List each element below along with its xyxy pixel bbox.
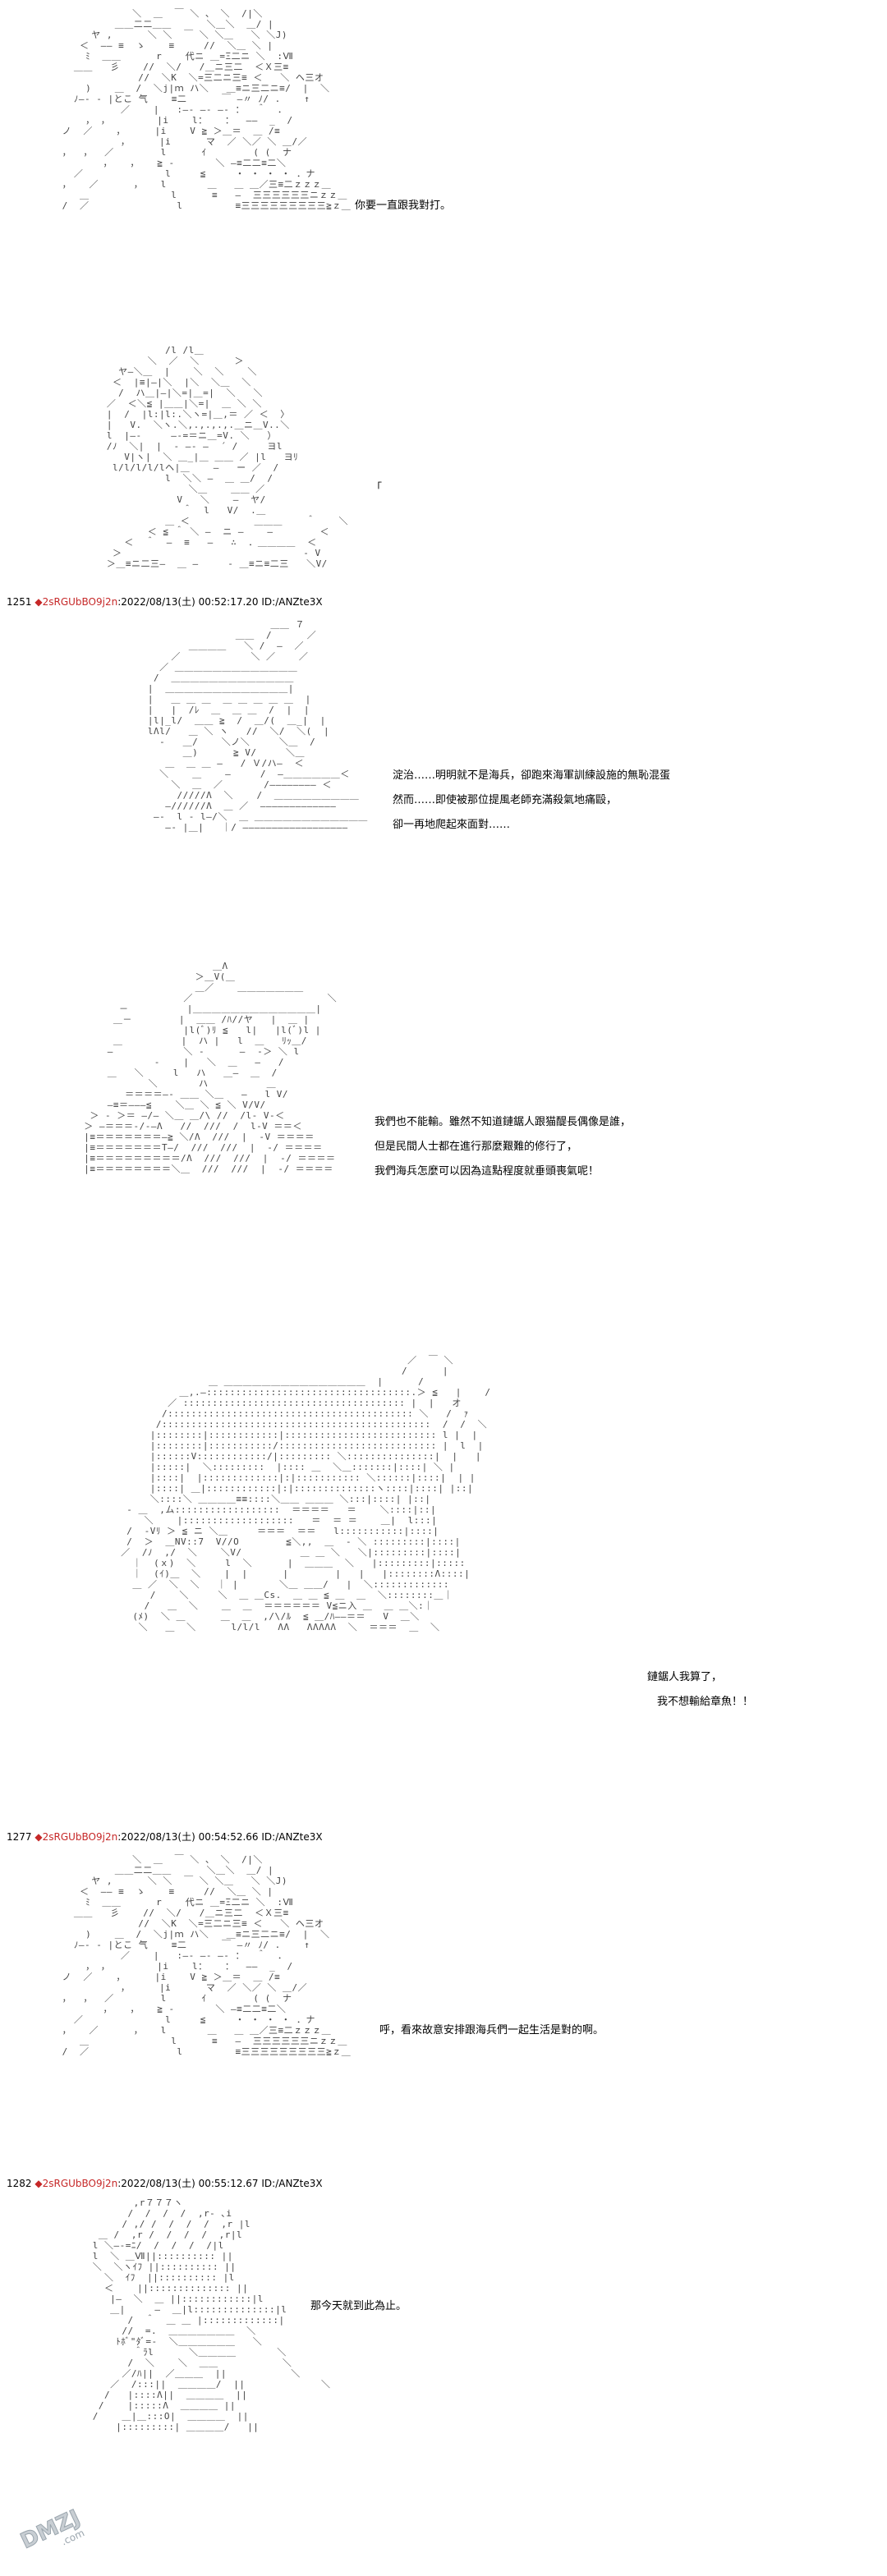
- dmzj-logo-icon: DMZJ .com: [16, 2505, 86, 2554]
- panel-2: /l /l＿ ＼ ／ ＼ ＞ ヤ―＼＿ | ＼ ＼ ＼ ＜ |≡|―|＼ |＼ …: [0, 328, 887, 591]
- post-trip: ◆2sRGUbBO9j2n: [34, 1831, 118, 1843]
- dialog-line: 那今天就到此為止。: [310, 2300, 407, 2312]
- panel-7: 1282 ◆2sRGUbBO9j2n:2022/08/13(土) 00:55:1…: [0, 2176, 887, 2576]
- dialog-line: 然而……即使被那位提風老師充滿殺氣地痛毆，: [393, 794, 618, 806]
- ascii-art-character: ,r７７７ヽ / / / / ,r- ､i / ,/ / / / / ,r |l…: [92, 2197, 331, 2432]
- dialog-line: 你要一直跟我對打。: [355, 200, 452, 212]
- dialog-line: 我們也不能輸。雖然不知道鏈鋸人跟猫醍長偶像是誰，: [375, 1116, 632, 1128]
- post-number: 1277: [7, 1831, 32, 1843]
- ascii-art-character: ＼ ＿ ￣ ＼ 、 ＼ /|＼ ＿＿二二＿＿ ＼＿＼ ＿/ | ヤ , ＼ ＼ …: [62, 8, 352, 211]
- post-number: 1251: [7, 596, 32, 608]
- post-meta: :2022/08/13(土) 00:52:17.20 ID:/ANZte3X: [117, 596, 323, 608]
- panel-5: ／ ￣ ＼ / | ＿ ＿＿＿＿＿＿＿＿＿＿＿＿＿＿＿ | / ＿,.―::::…: [0, 1347, 887, 1823]
- post-header: 1251 ◆2sRGUbBO9j2n:2022/08/13(土) 00:52:1…: [7, 595, 323, 608]
- dialog-line: 我們海兵怎麼可以因為這點程度就垂頭喪氣呢！: [375, 1165, 600, 1178]
- ascii-art-character: ＿＿ ７ ＿＿ / ／ ＿＿＿＿ ＼ / ― ／ ／ ＼ ／ ／ ／ ＿＿＿＿＿…: [147, 619, 368, 833]
- post-number: 1282: [7, 2178, 32, 2189]
- ascii-art-character: /l /l＿ ＼ ／ ＼ ＞ ヤ―＼＿ | ＼ ＼ ＼ ＜ |≡|―|＼ |＼ …: [106, 345, 349, 569]
- dialog-line: 我不想輸給章魚！！: [657, 1696, 754, 1708]
- post-trip: ◆2sRGUbBO9j2n: [34, 596, 118, 608]
- watermark-logo: DMZJ .com: [13, 2496, 103, 2554]
- post-meta: :2022/08/13(土) 00:54:52.66 ID:/ANZte3X: [117, 1831, 323, 1843]
- panel-1: ＼ ＿ ￣ ＼ 、 ＼ /|＼ ＿＿二二＿＿ ＼＿＼ ＿/ | ヤ , ＼ ＼ …: [0, 0, 887, 345]
- panel-4: ＿Λ ＞＿V(＿ ＿／ ＿＿＿＿＿＿＿ ／ ＼ － |＿＿＿＿＿＿＿＿＿＿＿＿＿…: [0, 953, 887, 1363]
- post-meta: :2022/08/13(土) 00:55:12.67 ID:/ANZte3X: [117, 2178, 323, 2189]
- dialog-line: 卻一再地爬起來面對……: [393, 819, 511, 831]
- panel-6: 1277 ◆2sRGUbBO9j2n:2022/08/13(土) 00:54:5…: [0, 1823, 887, 2176]
- ascii-art-character: ／ ￣ ＼ / | ＿ ＿＿＿＿＿＿＿＿＿＿＿＿＿＿＿ | / ＿,.―::::…: [121, 1355, 491, 1632]
- dialog-line: 「: [371, 482, 383, 494]
- ascii-art-character: ＿Λ ＞＿V(＿ ＿／ ＿＿＿＿＿＿＿ ／ ＼ － |＿＿＿＿＿＿＿＿＿＿＿＿＿…: [84, 961, 338, 1174]
- dialog-line: 淀治……明明就不是海兵，卻跑來海軍訓練設施的無恥混蛋: [393, 769, 671, 782]
- dialog-line: 但是民間人士都在進行那麼艱難的修行了，: [375, 1141, 578, 1153]
- ascii-art-character: ＼ ＿ ￣ ＼ 、 ＼ /|＼ ＿＿二二＿＿ ＼＿＼ ＿/ | ヤ , ＼ ＼ …: [62, 1854, 352, 2057]
- svg-text:DMZJ: DMZJ: [17, 2505, 85, 2554]
- post-header: 1282 ◆2sRGUbBO9j2n:2022/08/13(土) 00:55:1…: [7, 2176, 323, 2190]
- panel-3: 1251 ◆2sRGUbBO9j2n:2022/08/13(土) 00:52:1…: [0, 591, 887, 969]
- dialog-line: 呼，看來故意安排跟海兵們一起生活是對的啊。: [379, 2024, 604, 2036]
- post-trip: ◆2sRGUbBO9j2n: [34, 2178, 118, 2189]
- dialog-line: 鏈鋸人我算了，: [647, 1671, 723, 1683]
- post-header: 1277 ◆2sRGUbBO9j2n:2022/08/13(土) 00:54:5…: [7, 1830, 323, 1844]
